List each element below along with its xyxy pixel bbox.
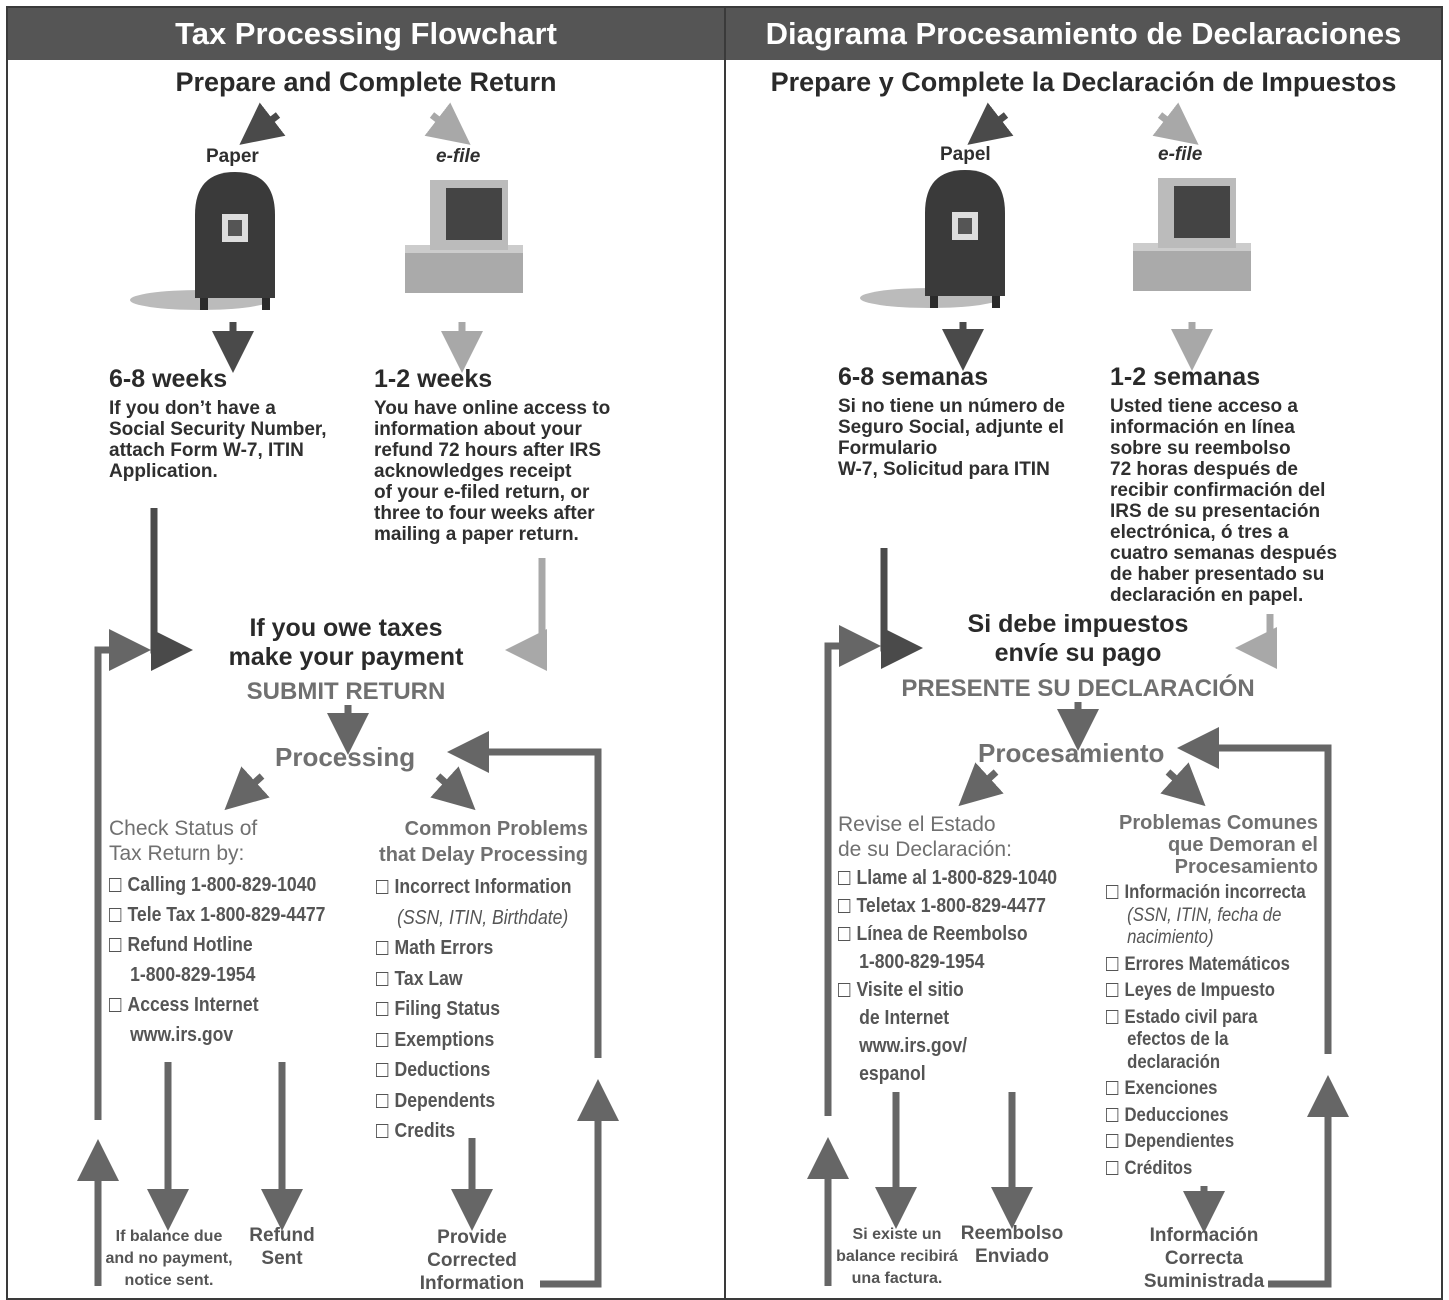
efile-weeks: 1-2 weeks — [374, 365, 493, 393]
paper-weeks-es: 6-8 semanas — [838, 363, 989, 391]
subtitle-left: Prepare and Complete Return — [175, 67, 557, 97]
banner-title-left: Tax Processing Flowchart — [8, 8, 724, 60]
problems-list: Incorrect Information (SSN, ITIN, Birthd… — [376, 872, 571, 1147]
computer-icon — [1133, 178, 1251, 291]
banner-title-right: Diagrama Procesamiento de Declaraciones — [726, 8, 1441, 60]
arrow-to-paper — [239, 102, 286, 145]
mailbox-icon — [860, 170, 1005, 308]
paper-label: Paper — [206, 146, 259, 167]
processing-label: Processing — [275, 742, 416, 772]
processing-label-es: Procesamiento — [978, 738, 1165, 768]
efile-label: e-file — [436, 146, 481, 167]
papel-label: Papel — [940, 144, 991, 165]
problems-list-es: Información incorrecta (SSN, ITIN, fecha… — [1106, 882, 1306, 1180]
check-status-list: Calling 1-800-829-1040 Tele Tax 1-800-82… — [109, 870, 325, 1050]
paper-weeks: 6-8 weeks — [109, 365, 228, 393]
mailbox-icon — [130, 172, 275, 310]
submit-return-es: PRESENTE SU DECLARACIÓN — [901, 675, 1255, 702]
efile-weeks-es: 1-2 semanas — [1110, 363, 1261, 391]
submit-return: SUBMIT RETURN — [246, 678, 446, 705]
check-status-list-es: Llame al 1-800-829-1040 Teletax 1-800-82… — [838, 864, 1057, 1088]
computer-icon — [405, 180, 523, 293]
subtitle-right: Prepare y Complete la Declaración de Imp… — [770, 67, 1397, 97]
efile-label-es: e-file — [1158, 144, 1203, 165]
center-divider — [724, 6, 726, 1300]
arrow-to-efile — [424, 102, 471, 145]
